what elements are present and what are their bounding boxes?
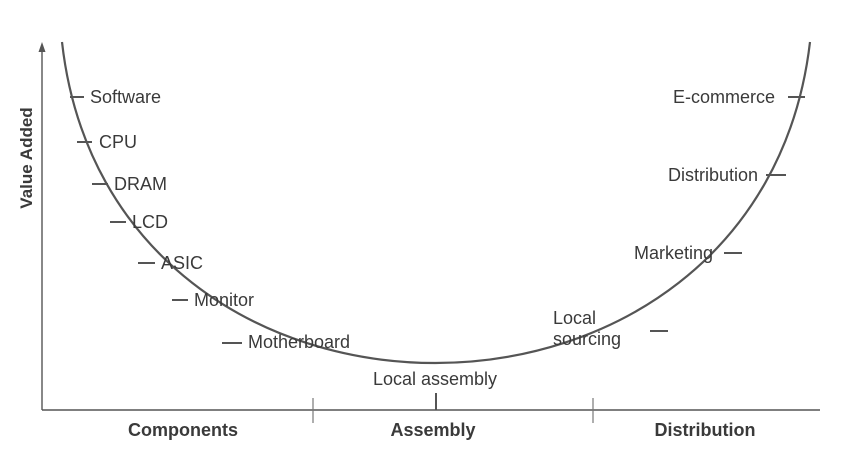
label-local-sourcing-line-2: sourcing: [553, 329, 621, 349]
y-axis-arrowhead: [38, 42, 46, 52]
y-axis-label: Value Added: [17, 107, 36, 208]
label-local-sourcing-line-1: Local: [553, 308, 596, 328]
label-marketing: Marketing: [634, 243, 713, 263]
label-software: Software: [90, 87, 161, 107]
label-local-assembly: Local assembly: [373, 369, 497, 389]
label-dram: DRAM: [114, 174, 167, 194]
section-label-components: Components: [128, 420, 238, 440]
section-label-assembly: Assembly: [390, 420, 475, 440]
label-lcd: LCD: [132, 212, 168, 232]
label-asic: ASIC: [161, 253, 203, 273]
label-cpu: CPU: [99, 132, 137, 152]
label-e-commerce: E-commerce: [673, 87, 775, 107]
label-distribution: Distribution: [668, 165, 758, 185]
label-motherboard: Motherboard: [248, 332, 350, 352]
smile-curve: [60, 41, 812, 364]
section-label-distribution: Distribution: [655, 420, 756, 440]
label-monitor: Monitor: [194, 290, 254, 310]
label-local-sourcing: Local sourcing: [553, 308, 621, 349]
